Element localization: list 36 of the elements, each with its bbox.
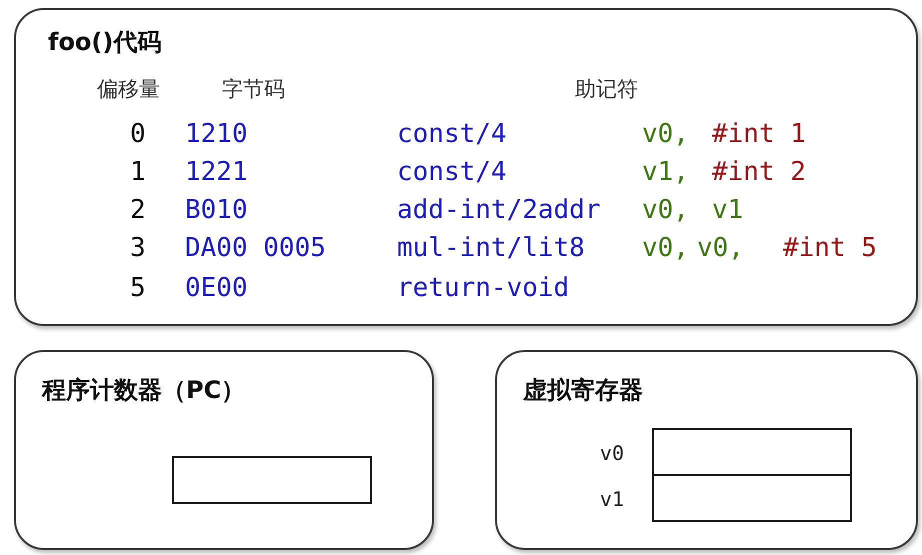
operand: #int 1 xyxy=(712,121,806,147)
opcode: const/4 xyxy=(397,121,507,147)
offset: 3 xyxy=(130,235,146,261)
panel xyxy=(495,350,918,550)
register-name: v0 xyxy=(600,443,624,463)
operand: #int 5 xyxy=(783,235,877,261)
operand: v0, xyxy=(697,235,744,261)
bytecode: 1210 xyxy=(185,121,248,147)
opcode: return-void xyxy=(397,275,570,301)
bytecode: 0E00 xyxy=(185,275,248,301)
bytecode: B010 xyxy=(185,197,248,223)
offset: 2 xyxy=(130,197,146,223)
offset: 5 xyxy=(130,275,146,301)
panel xyxy=(14,350,434,550)
opcode: mul-int/lit8 xyxy=(397,235,585,261)
column-header: 助记符 xyxy=(575,79,638,100)
operand: v0, xyxy=(642,121,689,147)
operand: #int 2 xyxy=(712,159,806,185)
operand: v0, xyxy=(642,197,689,223)
operand: v1, xyxy=(642,159,689,185)
register-name: v1 xyxy=(600,489,624,509)
bytecode: 1221 xyxy=(185,159,248,185)
column-header: 字节码 xyxy=(222,79,285,100)
panel-title: foo()代码 xyxy=(48,30,162,54)
panel-title: 程序计数器（PC） xyxy=(42,378,246,402)
bytecode: DA00 0005 xyxy=(185,235,326,261)
code-panel xyxy=(14,8,918,326)
operand: v1 xyxy=(712,197,744,223)
operand: v0, xyxy=(642,235,689,261)
opcode: add-int/2addr xyxy=(397,197,600,223)
column-header: 偏移量 xyxy=(97,79,160,100)
offset: 1 xyxy=(130,159,146,185)
offset: 0 xyxy=(130,121,146,147)
panel-title: 虚拟寄存器 xyxy=(523,378,643,402)
opcode: const/4 xyxy=(397,159,507,185)
counter-box xyxy=(172,456,372,504)
